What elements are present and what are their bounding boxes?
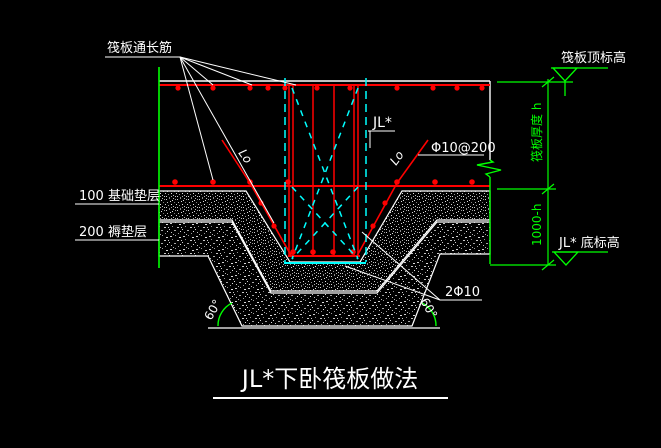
- drawing-title: JL*下卧筏板做法: [240, 365, 418, 393]
- section-break-line: [476, 158, 502, 264]
- drawing-title-block: JL*下卧筏板做法: [213, 365, 448, 399]
- label-top-elevation: 筏板顶标高: [561, 50, 626, 66]
- angle-arc-left: [217, 302, 233, 327]
- elevation-flag-bottom: [552, 251, 608, 266]
- label-bent-bar-length-right: Lo: [387, 148, 407, 168]
- label-slope-bars: 2Φ10: [445, 285, 480, 300]
- angle-arc-right: [421, 302, 437, 327]
- label-cushion-layer: 200 褥垫层: [79, 224, 147, 240]
- leader-lines: [75, 56, 484, 301]
- annotations: 筏板通长筋 筏板顶标高 筏板厚度 h JL* Φ10@200 Lo Lo 100…: [79, 40, 626, 323]
- label-angle-left: 60°: [201, 297, 224, 322]
- slope-angle-arcs: [217, 302, 437, 327]
- label-bent-bar-spec: Φ10@200: [431, 141, 496, 156]
- label-bent-bar-length-left: Lo: [236, 147, 256, 167]
- label-base-layer: 100 基础垫层: [79, 188, 160, 204]
- label-pit-depth: 1000-h: [530, 204, 544, 246]
- slab-rebar-lines: [159, 84, 490, 187]
- elevation-flag-top: [551, 67, 608, 96]
- label-slab-thickness: 筏板厚度 h: [529, 103, 544, 162]
- label-bottom-elevation: JL* 底标高: [558, 235, 620, 251]
- dimension-lines: [490, 76, 573, 271]
- label-beam-mark: JL*: [372, 115, 392, 131]
- beam-stirrup-cage: [288, 85, 360, 257]
- beam-cross-bracing: [284, 78, 367, 264]
- raft-slab-outline: [159, 80, 491, 158]
- label-top-rebar: 筏板通长筋: [107, 40, 172, 56]
